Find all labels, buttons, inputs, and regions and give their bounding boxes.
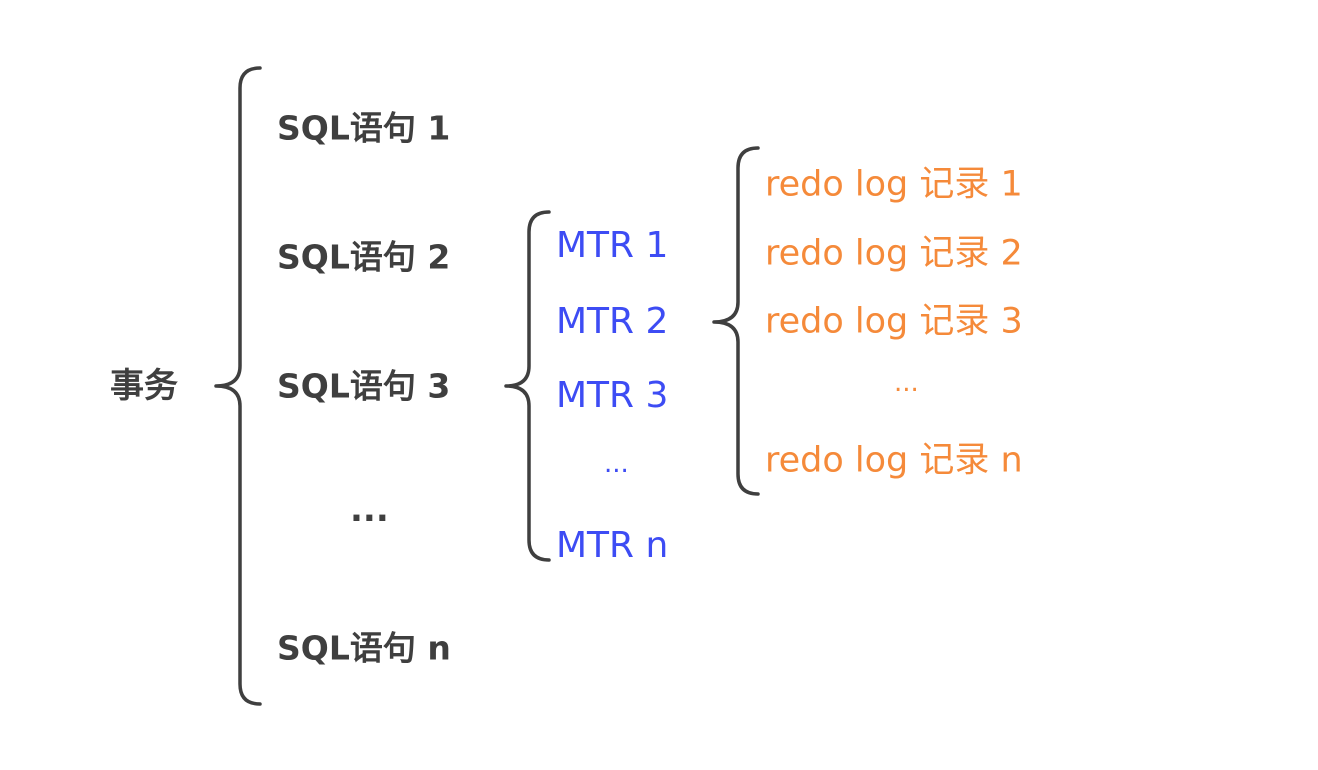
sql-statement-n: SQL语句 n [277, 628, 451, 668]
sql-statement-3: SQL语句 3 [277, 366, 451, 406]
redo-log-ellipsis: ... [894, 368, 919, 398]
mtr-ellipsis: ... [604, 449, 629, 479]
transaction-label: 事务 [110, 366, 178, 406]
mtr-1: MTR 1 [556, 225, 669, 266]
redo-log-record-2: redo log 记录 2 [765, 233, 1023, 274]
redo-log-record-n: redo log 记录 n [765, 440, 1023, 481]
sql-statement-2: SQL语句 2 [277, 237, 451, 277]
mtr2-brace [712, 146, 760, 496]
sql-ellipsis: ... [350, 490, 389, 530]
sql3-brace [504, 210, 551, 562]
mtr-2: MTR 2 [556, 301, 669, 342]
mtr-3: MTR 3 [556, 375, 669, 416]
redo-log-record-3: redo log 记录 3 [765, 301, 1023, 342]
sql-statement-1: SQL语句 1 [277, 108, 451, 148]
mtr-n: MTR n [556, 525, 669, 566]
redo-log-record-1: redo log 记录 1 [765, 164, 1023, 205]
transaction-brace [214, 66, 262, 706]
